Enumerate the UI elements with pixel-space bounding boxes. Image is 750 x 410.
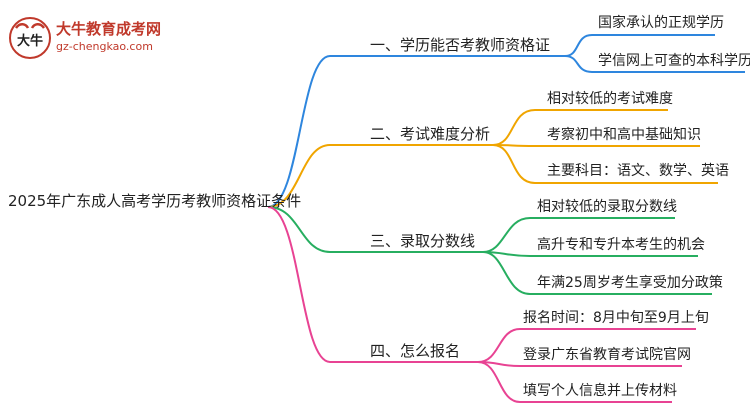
connector-b3-leaf-3 xyxy=(482,251,712,295)
leaf-b2-1: 相对较低的考试难度 xyxy=(547,91,673,107)
site-logo[interactable]: 大牛 大牛教育成考网 gz-chengkao.com xyxy=(8,16,208,60)
connector-root-branch-1 xyxy=(267,55,565,208)
leaf-b4-1: 报名时间：8月中旬至9月上旬 xyxy=(523,310,709,326)
bull-logo-icon: 大牛 xyxy=(9,17,51,59)
leaf-b1-2: 学信网上可查的本科学历 xyxy=(598,53,750,69)
connector-root-branch-4 xyxy=(267,206,478,363)
connector-b2-leaf-3 xyxy=(492,144,718,184)
branch-education-eligibility: 一、学历能否考教师资格证 xyxy=(370,36,551,54)
connector-root-branch-3 xyxy=(267,206,483,253)
connector-b3-leaf-2 xyxy=(482,251,698,257)
connector-root-branch-2 xyxy=(267,144,493,208)
leaf-b3-3: 年满25周岁考生享受加分政策 xyxy=(537,275,723,291)
branch-how-to-register: 四、怎么报名 xyxy=(370,342,461,360)
connector-b1-leaf-1 xyxy=(564,34,715,57)
leaf-b3-2: 高升专和专升本考生的机会 xyxy=(537,237,705,253)
branch-admission-score: 三、录取分数线 xyxy=(370,232,476,250)
connector-b2-leaf-1 xyxy=(492,109,668,146)
svg-text:大牛: 大牛 xyxy=(17,33,43,49)
leaf-b4-3: 填写个人信息并上传材料 xyxy=(523,383,677,399)
leaf-b4-2: 登录广东省教育考试院官网 xyxy=(523,347,691,363)
connector-b3-leaf-1 xyxy=(482,217,675,253)
connector-b2-leaf-2 xyxy=(492,144,700,147)
connector-b4-leaf-1 xyxy=(477,328,696,363)
connector-b4-leaf-3 xyxy=(477,361,672,403)
branch-exam-difficulty: 二、考试难度分析 xyxy=(370,125,491,143)
root-topic: 2025年广东成人高考学历考教师资格证条件 xyxy=(8,192,302,210)
leaf-b2-3: 主要科目：语文、数学、英语 xyxy=(547,163,729,179)
leaf-b3-1: 相对较低的录取分数线 xyxy=(537,199,677,215)
logo-title: 大牛教育成考网 xyxy=(56,20,162,38)
leaf-b2-2: 考察初中和高中基础知识 xyxy=(547,127,701,143)
connector-b1-leaf-2 xyxy=(564,55,745,73)
logo-url: gz-chengkao.com xyxy=(56,40,153,53)
leaf-b1-1: 国家承认的正规学历 xyxy=(598,15,724,31)
